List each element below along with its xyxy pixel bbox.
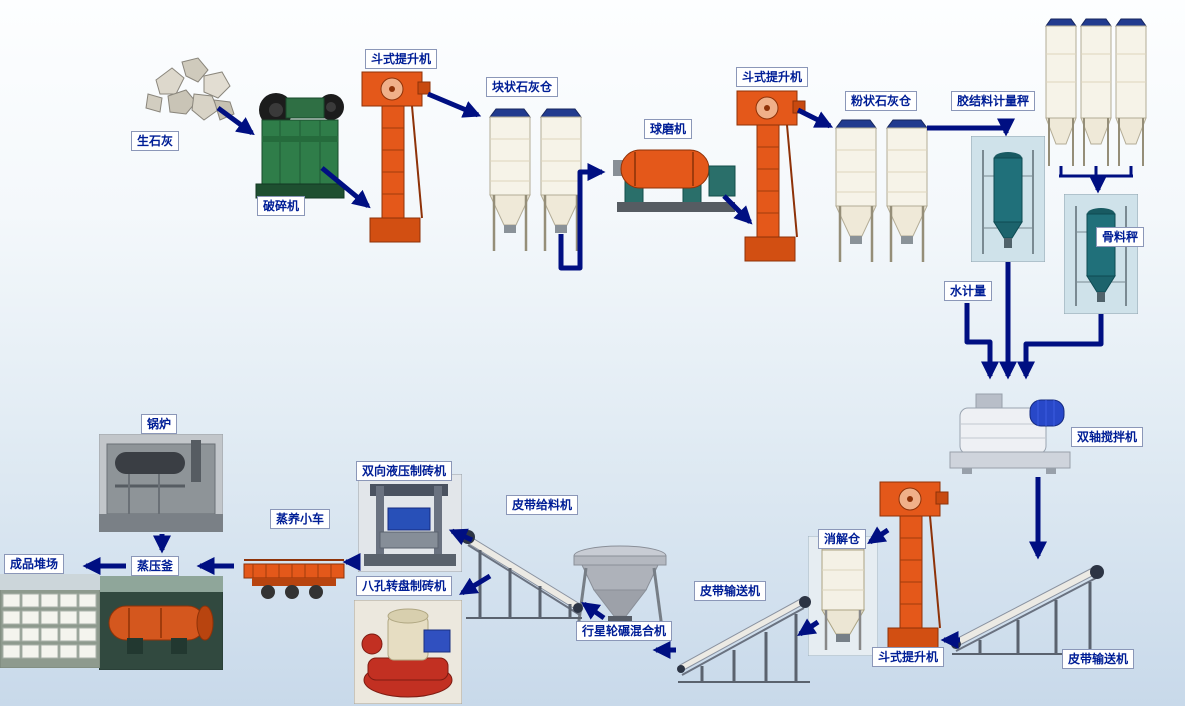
bucket-elevator-2-image xyxy=(736,90,806,262)
bucket-elevator-3-image xyxy=(879,481,949,653)
label-bucket-elevator-3: 斗式提升机 xyxy=(872,647,945,667)
belt-conveyor-mid-image xyxy=(677,596,811,683)
autoclave-image xyxy=(99,576,223,670)
label-bucket-elevator-1: 斗式提升机 xyxy=(365,49,438,69)
belt-feeder-image xyxy=(461,530,583,619)
label-digestion-silo: 消解仓 xyxy=(818,529,867,549)
hydraulic-brick-machine-image xyxy=(358,474,462,572)
digestion-silo-image xyxy=(808,536,878,656)
label-quicklime: 生石灰 xyxy=(131,131,180,151)
binder-metering-scale-image xyxy=(971,136,1045,262)
steam-curing-cart-image xyxy=(243,559,345,599)
label-block-lime-silo: 块状石灰仓 xyxy=(486,77,559,97)
label-autoclave: 蒸压釜 xyxy=(131,556,180,576)
label-planetary-mixer: 行星轮碾混合机 xyxy=(576,621,673,641)
label-binder-metering-scale: 胶结料计量秤 xyxy=(951,91,1036,111)
label-steam-curing-cart: 蒸养小车 xyxy=(270,509,331,529)
label-bucket-elevator-2: 斗式提升机 xyxy=(736,67,809,87)
label-boiler: 锅炉 xyxy=(141,414,178,434)
powder-lime-silo-image xyxy=(835,119,928,262)
ball-mill-image xyxy=(613,149,736,212)
label-crusher: 破碎机 xyxy=(257,196,306,216)
rotary-brick-machine-image xyxy=(354,600,462,704)
double-shaft-mixer-image xyxy=(949,393,1071,474)
label-ball-mill: 球磨机 xyxy=(644,119,693,139)
label-double-shaft-mixer: 双轴搅拌机 xyxy=(1071,427,1144,447)
label-powder-lime-silo: 粉状石灰仓 xyxy=(845,91,918,111)
label-belt-conveyor-right: 皮带输送机 xyxy=(1062,649,1135,669)
finished-product-yard-image xyxy=(0,574,100,668)
label-water-metering: 水计量 xyxy=(944,281,993,301)
block-lime-silo-image xyxy=(489,108,582,251)
boiler-image xyxy=(99,434,223,532)
label-belt-feeder: 皮带给料机 xyxy=(506,495,579,515)
bucket-elevator-1-image xyxy=(361,71,431,243)
label-belt-conveyor-mid: 皮带输送机 xyxy=(694,581,767,601)
crusher-image xyxy=(255,93,345,199)
belt-conveyor-right-image xyxy=(951,565,1104,655)
quicklime-image xyxy=(145,57,235,121)
label-finished-product-yard: 成品堆场 xyxy=(4,554,65,574)
label-hydraulic-brick-machine: 双向液压制砖机 xyxy=(356,461,453,481)
label-rotary-brick-machine: 八孔转盘制砖机 xyxy=(356,576,453,596)
aggregate-scale-image xyxy=(1064,194,1138,314)
label-aggregate-scale: 骨料秤 xyxy=(1096,227,1145,247)
aggregate-silos-image xyxy=(1045,18,1147,166)
